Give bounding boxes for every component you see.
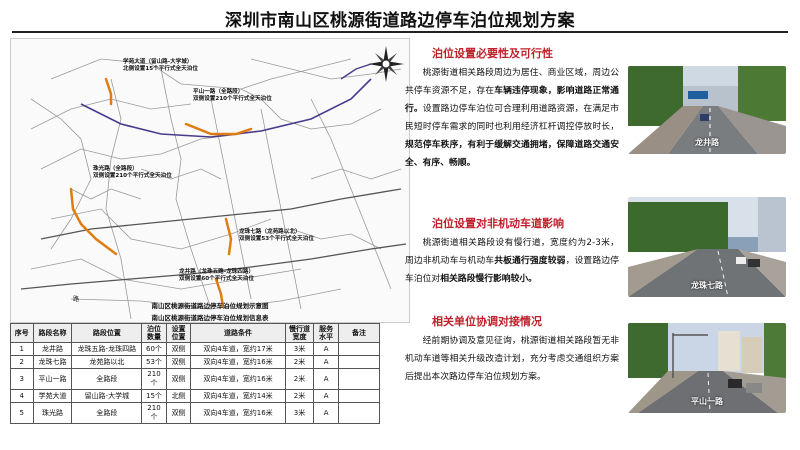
cell-service: A — [313, 342, 339, 356]
section-nonmotor-title: 泊位设置对非机动车道影响 — [432, 217, 564, 230]
cell-slow-width: 2米 — [284, 368, 315, 390]
cell-road: 龙井路 — [32, 342, 73, 356]
cell-location: 龙珠五路-龙珠四路 — [71, 342, 143, 356]
header-location: 路段位置 — [71, 323, 143, 343]
cell-road: 平山一路 — [32, 368, 73, 390]
section-coordination-title: 相关单位协调对接情况 — [432, 315, 542, 328]
cell-remark — [337, 355, 381, 369]
photo-label: 平山一路 — [691, 397, 723, 406]
cell-service: A — [313, 368, 339, 390]
north-arrow-icon — [368, 46, 404, 82]
table-header-row: 序号 路段名称 路段位置 泊位数量 设置位置 道路条件 慢行道宽度 服务水平 备… — [10, 323, 381, 343]
map-drawing — [20, 46, 407, 320]
cell-road: 珠光路 — [32, 402, 73, 424]
header-index: 序号 — [10, 323, 34, 343]
map-label-longzhu7: 龙珠七路（龙苑路以北）双侧设置53个平行式全天泊位 — [239, 229, 314, 242]
table-row: 1 龙井路 龙珠五路-龙珠四路 60个 双侧 双向4车道，宽约17米 3米 A — [10, 342, 381, 356]
header-service: 服务水平 — [313, 323, 339, 343]
cell-index: 1 — [10, 342, 34, 356]
cell-condition: 双向4车道，宽约16米 — [190, 355, 286, 369]
cell-remark — [337, 402, 381, 424]
cell-slow-width: 2米 — [284, 389, 315, 403]
cell-slow-width: 3米 — [284, 342, 315, 356]
cell-service: A — [313, 402, 339, 424]
cell-service: A — [313, 389, 339, 403]
cell-remark — [337, 342, 381, 356]
cell-count: 210个 — [141, 368, 167, 390]
cell-count: 60个 — [141, 342, 167, 356]
cell-condition: 双向4车道，宽约16米 — [190, 402, 286, 424]
cell-road: 学苑大道 — [32, 389, 73, 403]
section-nonmotor-text: 桃源街道相关路段设有慢行道，宽度约为2-3米，周边非机动车与机动车共板通行强度较… — [405, 238, 619, 284]
header-remark: 备注 — [337, 323, 381, 343]
street-photo-icon — [628, 66, 786, 154]
map-label-xueyuan: 学苑大道（留山路-大学城）北侧设置15个平行式全天泊位 — [123, 59, 198, 72]
cell-remark — [337, 368, 381, 390]
cell-side: 双侧 — [165, 342, 192, 356]
cell-road: 龙珠七路 — [32, 355, 73, 369]
photo-label: 龙井路 — [695, 138, 719, 147]
table-row: 2 龙珠七路 龙苑路以北 53个 双侧 双向4车道，宽约16米 2米 A — [10, 355, 381, 369]
map-label-zhuguang: 珠光路（全路段）双侧设置210个平行式全天泊位 — [93, 166, 172, 179]
street-photo-icon — [628, 197, 786, 297]
cell-index: 4 — [10, 389, 34, 403]
cell-count: 15个 — [141, 389, 167, 403]
cell-index: 2 — [10, 355, 34, 369]
page-title: 深圳市南山区桃源街道路边停车泊位规划方案 — [225, 11, 575, 31]
cell-side: 北侧 — [165, 389, 192, 403]
photo-pingshan1-road: 平山一路 — [628, 323, 786, 413]
cell-index: 5 — [10, 402, 34, 424]
table-row: 5 珠光路 全路段 210个 双侧 双向4车道，宽约16米 3米 A — [10, 402, 381, 424]
header-road: 路段名称 — [32, 323, 73, 343]
table-row: 3 平山一路 全路段 210个 双侧 双向4车道，宽约16米 2米 A — [10, 368, 381, 390]
photo-longzhu7-road: 龙珠七路 — [628, 197, 786, 297]
cell-slow-width: 3米 — [284, 402, 315, 424]
parking-info-table: 序号 路段名称 路段位置 泊位数量 设置位置 道路条件 慢行道宽度 服务水平 备… — [10, 323, 381, 424]
cell-side: 双侧 — [165, 402, 192, 424]
street-photo-icon — [628, 323, 786, 413]
cell-condition: 双向4车道，宽约14米 — [190, 389, 286, 403]
parking-plan-map: 学苑大道（留山路-大学城）北侧设置15个平行式全天泊位 平山一路（全路段）双侧设… — [10, 38, 410, 323]
cell-location: 龙苑路以北 — [71, 355, 143, 369]
photo-longjing-road: 龙井路 — [628, 66, 786, 154]
map-road-label: 路 — [73, 296, 80, 303]
header-condition: 道路条件 — [190, 323, 286, 343]
header-count: 泊位数量 — [141, 323, 167, 343]
photo-label: 龙珠七路 — [691, 281, 723, 290]
cell-location: 全路段 — [71, 368, 143, 390]
map-caption: 南山区桃源街道路边停车泊位规划示意图 — [151, 302, 269, 310]
section-necessity-title: 泊位设置必要性及可行性 — [432, 47, 553, 60]
cell-count: 53个 — [141, 355, 167, 369]
cell-index: 3 — [10, 368, 34, 390]
table-caption: 南山区桃源街道路边停车泊位规划信息表 — [151, 314, 269, 322]
map-label-longjing: 龙井路（龙珠五路-龙珠四路）双侧设置60个平行式全天泊位 — [179, 269, 255, 282]
cell-location: 全路段 — [71, 402, 143, 424]
table-row: 4 学苑大道 留山路-大学城 15个 北侧 双向4车道，宽约14米 2米 A — [10, 389, 381, 403]
cell-location: 留山路-大学城 — [71, 389, 143, 403]
cell-slow-width: 2米 — [284, 355, 315, 369]
cell-condition: 双向4车道，宽约16米 — [190, 368, 286, 390]
cell-condition: 双向4车道，宽约17米 — [190, 342, 286, 356]
section-coordination-text: 经前期协调及意见征询，桃源街道相关路段暂无非机动车道等相关升级改造计划，充分考虑… — [405, 336, 619, 382]
title-divider — [12, 31, 788, 33]
map-label-pingshan: 平山一路（全路段）双侧设置210个平行式全天泊位 — [193, 89, 272, 102]
header-slow-width: 慢行道宽度 — [284, 323, 315, 343]
cell-count: 210个 — [141, 402, 167, 424]
cell-remark — [337, 389, 381, 403]
section-necessity-text: 桃源街道相关路段周边为居住、商业区域，周边公共停车资源不足，存在车辆违停现象，影… — [405, 68, 619, 168]
header-side: 设置位置 — [165, 323, 192, 343]
cell-service: A — [313, 355, 339, 369]
cell-side: 双侧 — [165, 368, 192, 390]
cell-side: 双侧 — [165, 355, 192, 369]
